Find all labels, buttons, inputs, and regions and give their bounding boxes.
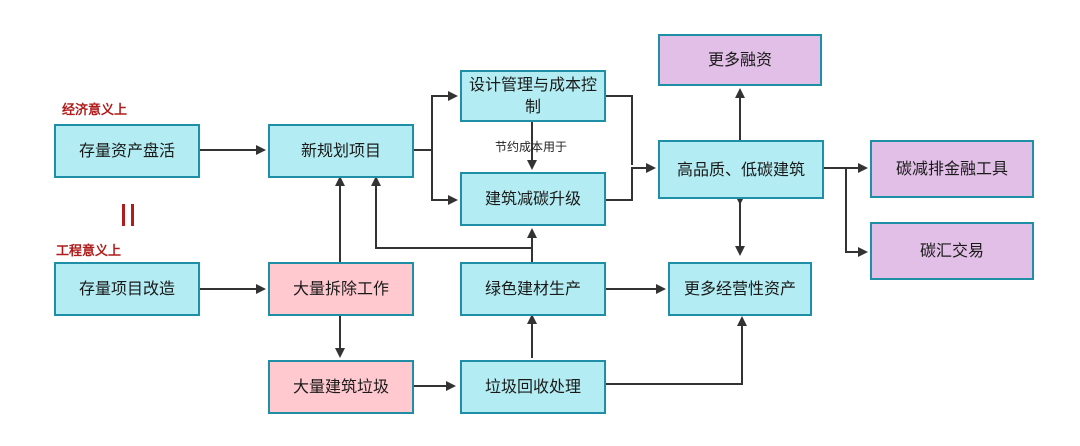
economic-label: 经济意义上 — [62, 103, 128, 118]
node-recycling: 垃圾回收处理 — [460, 360, 606, 414]
node-low-carbon-upgrade: 建筑减碳升级 — [460, 172, 606, 226]
edge-design-to-quality — [606, 95, 633, 165]
node-more-financing: 更多融资 — [658, 34, 822, 86]
node-stock-asset: 存量资产盘活 — [54, 124, 200, 178]
edge-quality-to-carbon-trade — [845, 168, 868, 257]
node-new-project: 新规划项目 — [268, 124, 414, 178]
node-demolition: 大量拆除工作 — [268, 262, 414, 316]
edge-upgrade-to-quality — [606, 163, 656, 201]
node-stock-renovation: 存量项目改造 — [54, 262, 200, 316]
edge-newproject-to-upgrade — [431, 150, 458, 205]
node-construction-waste: 大量建筑垃圾 — [268, 360, 414, 414]
edge-green-to-newproject — [371, 176, 532, 249]
edge-newproject-to-design — [414, 91, 458, 151]
node-green-material: 绿色建材生产 — [460, 262, 606, 316]
node-design-cost: 设计管理与成本控制 — [460, 70, 606, 122]
engineering-label: 工程意义上 — [56, 244, 122, 259]
node-carbon-trade: 碳汇交易 — [870, 222, 1034, 280]
node-more-assets: 更多经营性资产 — [668, 262, 812, 316]
node-carbon-finance: 碳减排金融工具 — [870, 140, 1034, 198]
node-high-quality: 高品质、低碳建筑 — [658, 140, 824, 199]
equals-sign-icon — [120, 204, 136, 226]
edge-label-save-cost: 节约成本用于 — [495, 140, 568, 154]
edge-recycling-to-assets — [606, 316, 747, 385]
